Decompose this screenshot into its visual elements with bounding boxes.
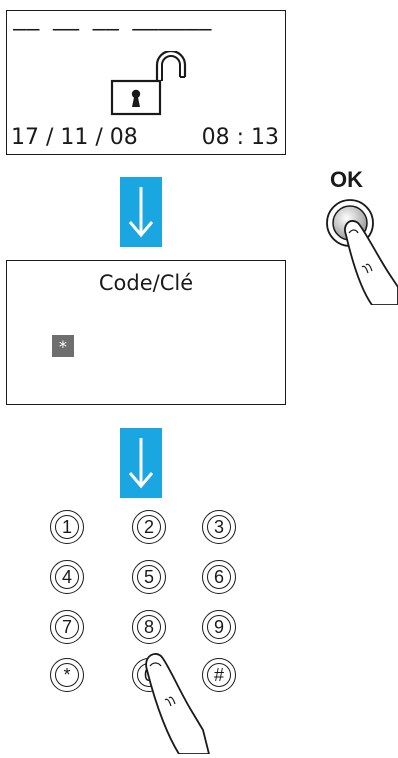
down-arrow-icon — [120, 177, 162, 247]
display-time: 08 : 13 — [201, 125, 279, 150]
key-hash[interactable]: # — [202, 658, 236, 692]
key-6[interactable]: 6 — [202, 560, 236, 594]
down-arrow-icon — [120, 428, 162, 498]
key-label: 3 — [207, 515, 231, 539]
key-7[interactable]: 7 — [50, 610, 84, 644]
key-label: # — [207, 663, 231, 687]
key-label: 7 — [55, 615, 79, 639]
key-label: * — [55, 663, 79, 687]
key-label: 5 — [137, 565, 161, 589]
key-1[interactable]: 1 — [50, 510, 84, 544]
lcd-screen-idle: —— —— —— —————— 17 / 11 / 08 08 : 13 — [6, 10, 286, 155]
key-9[interactable]: 9 — [202, 610, 236, 644]
code-input-cursor: * — [52, 335, 74, 357]
ok-button-label: OK — [330, 167, 363, 192]
ok-button[interactable] — [300, 195, 398, 306]
key-2[interactable]: 2 — [132, 510, 166, 544]
display-dashes: —— —— —— —————— — [13, 17, 212, 42]
finger-press-icon — [135, 640, 225, 755]
key-label: 8 — [137, 615, 161, 639]
key-label: 4 — [55, 565, 79, 589]
unlocked-padlock-icon — [107, 49, 187, 116]
lcd-screen-code-entry: Code/Clé * — [6, 260, 286, 405]
display-date: 17 / 11 / 08 — [11, 125, 138, 150]
key-label: 6 — [207, 565, 231, 589]
key-star[interactable]: * — [50, 658, 84, 692]
key-label: 1 — [55, 515, 79, 539]
key-label: 9 — [207, 615, 231, 639]
key-4[interactable]: 4 — [50, 560, 84, 594]
key-label: 2 — [137, 515, 161, 539]
keypad: 1 2 3 4 5 6 7 8 9 * 0 # — [50, 510, 280, 700]
key-5[interactable]: 5 — [132, 560, 166, 594]
key-3[interactable]: 3 — [202, 510, 236, 544]
screen-title: Code/Clé — [98, 271, 194, 295]
key-8[interactable]: 8 — [132, 610, 166, 644]
